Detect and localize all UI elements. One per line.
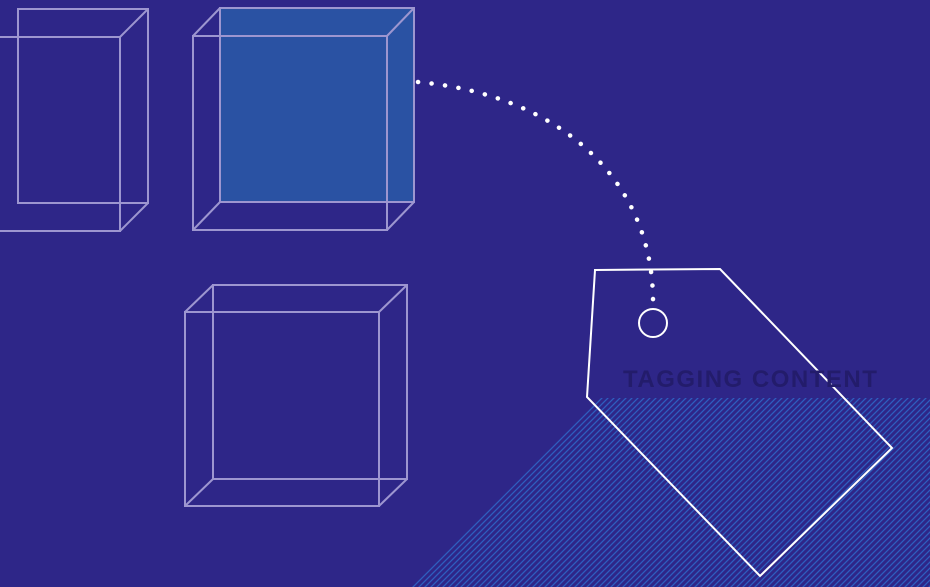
hatch-pattern [400,395,930,587]
hatch-line [862,395,930,587]
dotted-connector [418,82,653,306]
hatch-line [778,395,930,587]
caption-text: TAGGING CONTENT [623,366,923,394]
hatch-line [742,395,930,587]
hatch-line [898,395,930,587]
cube-bottom [185,285,407,506]
cube-left [0,9,148,231]
hatch-line [826,395,930,587]
cube-highlighted [193,8,414,230]
